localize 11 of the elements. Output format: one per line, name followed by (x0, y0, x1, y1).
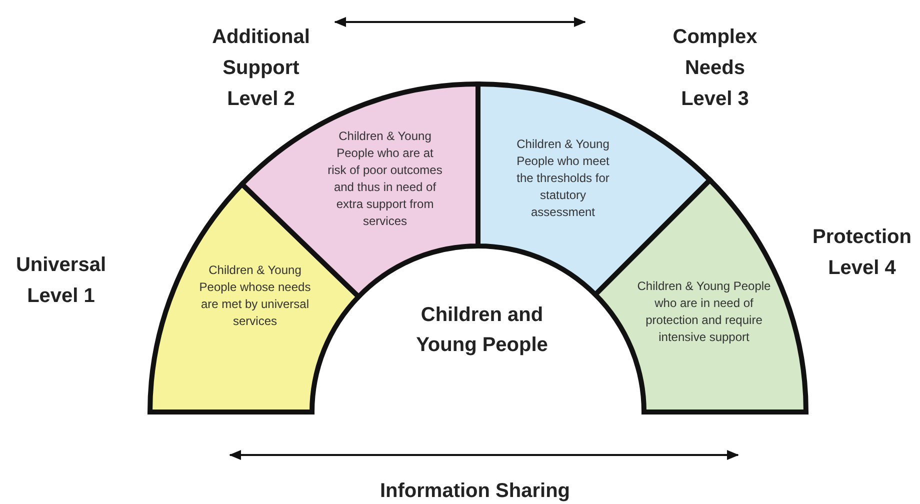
level-heading: Complex Needs Level 3 (672, 25, 758, 112)
level-description: Children & Young People who meet the thresholds for statutory assessment (516, 136, 610, 221)
axis-label: Information Sharing (379, 479, 571, 504)
level-description: Children & Young People who are at risk of poor outcomes and thus in need of extra support from services (326, 128, 444, 230)
level-description: Children & Young People whose needs are met by universal services (198, 262, 312, 330)
level-description: Children & Young People who are in need of protection and require intensive support (636, 278, 772, 346)
level-heading: Universal Level 1 (14, 253, 108, 309)
center-label: Children and Young People (415, 303, 549, 358)
level-heading: Additional Support Level 2 (211, 25, 311, 112)
arrow (334, 17, 586, 27)
level-heading: Protection Level 4 (812, 225, 912, 281)
